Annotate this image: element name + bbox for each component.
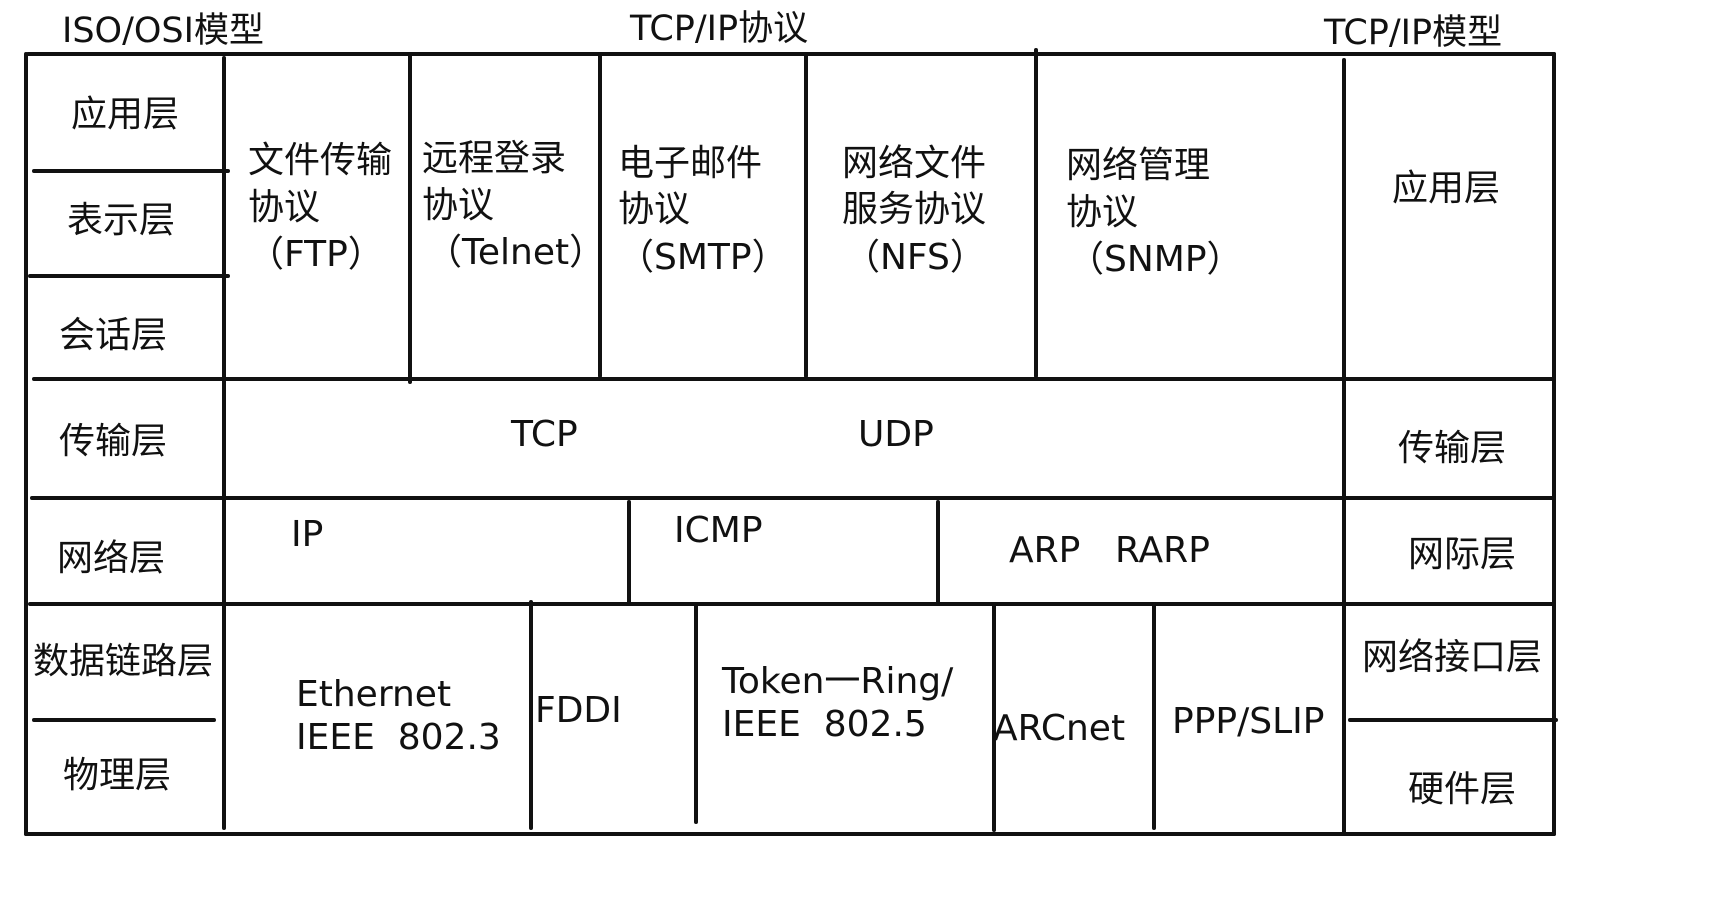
snmp-label-line2: 协议 xyxy=(1066,192,1139,233)
ftp-label-line2: 协议 xyxy=(248,187,321,228)
rarp-protocol: RARP xyxy=(1115,530,1210,571)
link-divider-2 xyxy=(694,604,698,824)
app-divider-4 xyxy=(1034,48,1038,378)
link-divider-1 xyxy=(529,600,533,830)
smtp-label-line1: 电子邮件 xyxy=(618,143,763,184)
osi-divider-link-phys xyxy=(32,718,216,722)
frame-bottom-line xyxy=(24,832,1556,836)
telnet-label-line3: （Telnet） xyxy=(426,232,606,273)
telnet-label-line1: 远程登录 xyxy=(422,138,567,179)
osi-physical-layer: 物理层 xyxy=(62,755,171,796)
osi-transport-layer: 传输层 xyxy=(58,421,167,462)
tcpip-model-header: TCP/IP模型 xyxy=(1324,13,1503,53)
osi-column-divider xyxy=(222,56,226,830)
tcpip-application-layer: 应用层 xyxy=(1391,168,1500,209)
tcpip-transport-layer: 传输层 xyxy=(1397,428,1506,469)
ethernet-label-line1: Ethernet xyxy=(296,674,452,715)
tcpip-divider-iface-hw xyxy=(1348,718,1558,722)
app-divider-2 xyxy=(598,52,602,378)
nfs-label-line2: 服务协议 xyxy=(842,189,987,230)
iso-model-header: ISO/OSI模型 xyxy=(62,11,264,51)
link-divider-4 xyxy=(1152,602,1156,830)
osi-application-layer: 应用层 xyxy=(70,94,179,135)
row-divider-app-transport xyxy=(32,377,1554,381)
osi-session-layer: 会话层 xyxy=(58,315,167,356)
osi-datalink-layer: 数据链路层 xyxy=(32,641,213,682)
ftp-label-line1: 文件传输 xyxy=(248,140,393,181)
tcp-protocol: TCP xyxy=(511,414,578,455)
app-divider-3 xyxy=(804,52,808,378)
net-divider-2 xyxy=(936,500,940,604)
frame-right-line xyxy=(1552,52,1556,836)
osi-divider-app-pres xyxy=(32,169,230,173)
smtp-label-line2: 协议 xyxy=(618,189,691,230)
tcpip-column-divider xyxy=(1342,58,1346,836)
snmp-label-line3: （SNMP） xyxy=(1068,239,1243,280)
osi-divider-pres-session xyxy=(28,274,230,278)
link-divider-3 xyxy=(992,604,996,832)
ethernet-label-line2: IEEE 802.3 xyxy=(296,717,501,758)
tcpip-protocols-header: TCP/IP协议 xyxy=(630,9,809,49)
frame-left-line xyxy=(24,52,28,836)
token-ring-label-line2: IEEE 802.5 xyxy=(722,704,927,745)
osi-presentation-layer: 表示层 xyxy=(66,200,175,241)
ftp-label-line3: （FTP） xyxy=(248,234,384,275)
arp-protocol: ARP xyxy=(1009,530,1081,571)
row-divider-transport-network xyxy=(30,496,1554,500)
osi-network-layer: 网络层 xyxy=(56,538,165,579)
app-divider-1 xyxy=(408,52,412,384)
token-ring-label-line1: Token一Ring/ xyxy=(722,661,954,702)
arcnet-protocol: ARCnet xyxy=(993,708,1126,749)
ppp-slip-protocol: PPP/SLIP xyxy=(1172,701,1325,742)
tcpip-network-interface-layer: 网络接口层 xyxy=(1361,637,1542,678)
frame-top-line xyxy=(26,52,1556,56)
net-divider-1 xyxy=(627,500,631,604)
tcpip-internet-layer: 网际层 xyxy=(1407,534,1516,575)
udp-protocol: UDP xyxy=(858,414,934,455)
snmp-label-line1: 网络管理 xyxy=(1066,145,1211,186)
smtp-label-line3: （SMTP） xyxy=(618,237,788,278)
fddi-protocol: FDDI xyxy=(535,690,622,731)
icmp-protocol: ICMP xyxy=(674,510,763,551)
telnet-label-line2: 协议 xyxy=(422,185,495,226)
tcpip-hardware-layer: 硬件层 xyxy=(1407,769,1516,810)
row-divider-network-link xyxy=(28,602,1554,606)
nfs-label-line1: 网络文件 xyxy=(842,143,987,184)
nfs-label-line3: （NFS） xyxy=(844,237,986,278)
ip-protocol: IP xyxy=(291,514,324,555)
